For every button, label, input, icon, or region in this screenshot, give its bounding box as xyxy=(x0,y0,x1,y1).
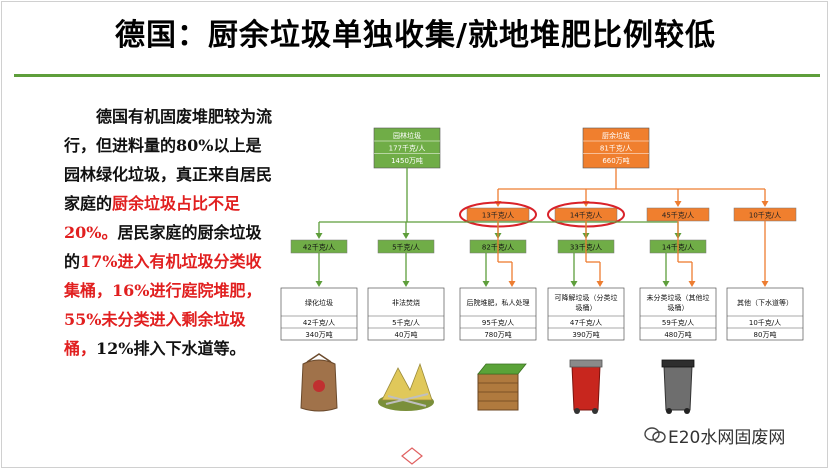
top-node-box xyxy=(582,127,650,169)
top-node-text: 660万吨 xyxy=(602,156,629,165)
paragraph-highlight: 17%进入有机垃圾分类收集桶，16%进行庭院堆肥，55%未分类进入剩余垃圾桶， xyxy=(64,252,262,358)
destination-box xyxy=(459,287,537,341)
destination-total: 40万吨 xyxy=(395,330,418,339)
yard-waste-sticks xyxy=(385,393,429,407)
destination-name: 绿化垃圾 xyxy=(305,298,333,307)
green-mid-label: 42千克/人 xyxy=(303,243,335,252)
arrow-head xyxy=(402,233,410,239)
sack-logo xyxy=(313,380,325,392)
paragraph-highlight: 厨余垃圾占比不足20%。 xyxy=(64,194,241,242)
arrow-head xyxy=(402,281,410,287)
destination-box xyxy=(280,287,358,341)
orange-mid-label: 14千克/人 xyxy=(570,211,602,220)
orange-mid-label: 45千克/人 xyxy=(662,211,694,220)
destination-box xyxy=(547,287,625,341)
destination-total: 390万吨 xyxy=(572,330,599,339)
green-mid-label: 5千克/人 xyxy=(392,243,420,252)
arrow-head xyxy=(761,201,769,207)
arrow-head xyxy=(674,201,682,207)
destination-name: 后院堆肥，私人处理 xyxy=(467,298,530,307)
red-bin-lid xyxy=(569,359,603,368)
destination-name: 圾桶） xyxy=(576,303,597,312)
destination-box xyxy=(639,287,717,341)
sack-tie xyxy=(306,353,332,363)
top-node-text: 厨余垃圾 xyxy=(602,131,630,140)
destination-total: 480万吨 xyxy=(664,330,691,339)
destination-per-capita: 59千克/人 xyxy=(662,318,694,327)
destination-per-capita: 95千克/人 xyxy=(482,318,514,327)
compost-grass xyxy=(477,363,527,375)
red-organic-bin-image xyxy=(571,365,601,411)
bin-wheel xyxy=(592,408,598,414)
orange-mid-label: 10千克/人 xyxy=(749,211,781,220)
destination-name: 圾桶） xyxy=(668,303,689,312)
destination-name: 其他（下水道等） xyxy=(737,298,793,307)
destination-total: 80万吨 xyxy=(754,330,777,339)
destination-name: 可降解垃圾（分类垃 xyxy=(555,293,618,302)
destination-box xyxy=(367,287,445,341)
destination-per-capita: 10千克/人 xyxy=(749,318,781,327)
destination-per-capita: 5千克/人 xyxy=(392,318,420,327)
bin-wheel xyxy=(684,408,690,414)
top-node-text: 园林垃圾 xyxy=(393,131,421,140)
title-divider xyxy=(14,74,820,77)
destination-name: 非法焚烧 xyxy=(392,298,420,307)
arrow-head xyxy=(570,281,578,287)
destination-per-capita: 42千克/人 xyxy=(303,318,335,327)
arrow-head xyxy=(508,281,516,287)
grey-residual-bin-image xyxy=(663,365,693,411)
orange-mid-label: 13千克/人 xyxy=(482,211,514,220)
bin-wheel xyxy=(666,408,672,414)
paragraph-segment: 12%排入下水道等。 xyxy=(96,339,246,358)
destination-total: 780万吨 xyxy=(484,330,511,339)
destination-name: 未分类垃圾（其他垃 xyxy=(647,293,710,302)
paragraph-segment: 居民家庭的厨余垃圾的 xyxy=(64,223,262,271)
grey-bin-lid xyxy=(661,359,695,368)
bin-wheel xyxy=(574,408,580,414)
arrow-head xyxy=(315,281,323,287)
destination-per-capita: 47千克/人 xyxy=(570,318,602,327)
top-node-text: 81千克/人 xyxy=(600,144,632,153)
wechat-icon xyxy=(644,427,666,443)
destination-box xyxy=(726,287,804,341)
description-paragraph: 德国有机固废堆肥较为流行，但进料量的80%以上是园林绿化垃圾，真正来自居民家庭的… xyxy=(64,102,274,363)
slide-title: 德国：厨余垃圾单独收集/就地堆肥比例较低 xyxy=(115,18,716,53)
watermark-text: E20水网固废网 xyxy=(668,428,786,448)
top-node-text: 177千克/人 xyxy=(389,144,426,153)
arrow-head xyxy=(315,233,323,239)
arrow-head xyxy=(596,281,604,287)
corner-logo-icon xyxy=(401,447,423,465)
arrow-head xyxy=(662,281,670,287)
arrow-head xyxy=(688,281,696,287)
destination-total: 340万吨 xyxy=(305,330,332,339)
arrow-head xyxy=(761,281,769,287)
top-node-text: 1450万吨 xyxy=(391,156,423,165)
arrow-head xyxy=(482,281,490,287)
paragraph-segment: 德国有机固废堆肥较为流行，但进料量的80%以上是园林绿化垃圾，真正来自居民家庭的 xyxy=(64,107,273,213)
yard-waste-branches xyxy=(381,362,433,401)
